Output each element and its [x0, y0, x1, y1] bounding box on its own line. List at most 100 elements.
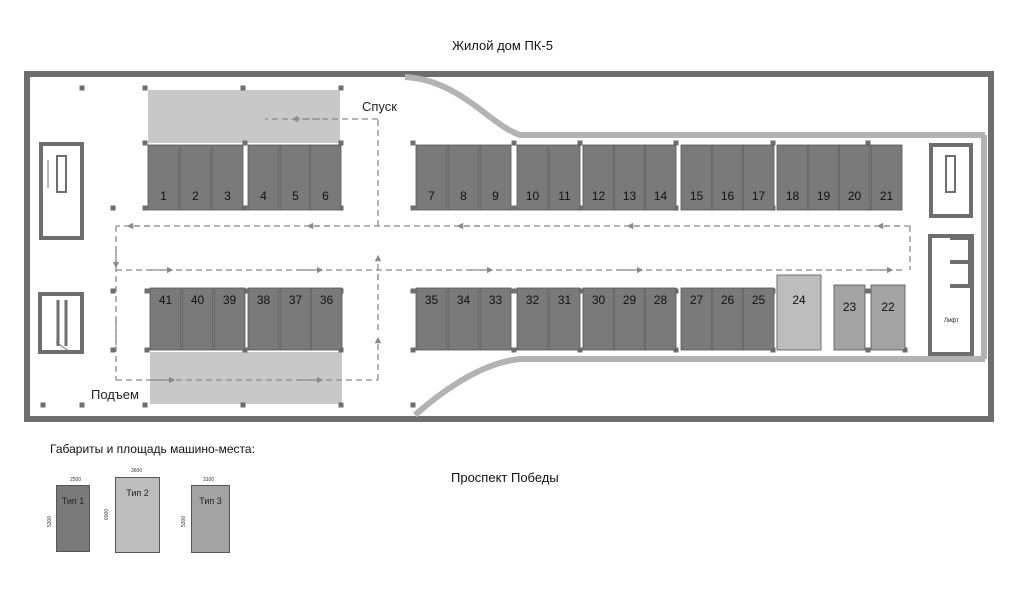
parking-spot-label: 1 — [160, 189, 167, 203]
parking-spot-19[interactable]: 19 — [807, 144, 840, 211]
parking-spot-label: 11 — [558, 189, 571, 203]
left-lower-stair-block — [38, 292, 84, 354]
parking-spot-38[interactable]: 38 — [247, 287, 280, 351]
parking-spot-18[interactable]: 18 — [776, 144, 809, 211]
parking-spot-41[interactable]: 41 — [149, 287, 182, 351]
parking-spot-5[interactable]: 5 — [279, 144, 312, 211]
parking-spot-26[interactable]: 26 — [711, 287, 744, 351]
column — [410, 205, 416, 211]
parking-spot-label: 37 — [289, 293, 303, 307]
parking-spot-39[interactable]: 39 — [213, 287, 246, 351]
column — [410, 402, 416, 408]
parking-spot-label: 3 — [224, 189, 231, 203]
type-1-length: 5300 — [47, 515, 53, 527]
type-2-length: 6000 — [104, 508, 110, 520]
type-2-width: 3600 — [131, 468, 143, 474]
parking-spot-11[interactable]: 11 — [548, 144, 581, 211]
elevator-block — [928, 234, 974, 356]
traffic-arrows-layer — [112, 115, 911, 384]
column — [511, 140, 517, 146]
parking-spot-label: 7 — [428, 189, 435, 203]
column — [142, 205, 148, 211]
parking-spot-14[interactable]: 14 — [644, 144, 677, 211]
parking-spot-28[interactable]: 28 — [644, 287, 677, 351]
parking-spot-label: 16 — [721, 189, 735, 203]
parking-spot-30[interactable]: 30 — [582, 287, 615, 351]
column — [673, 140, 679, 146]
parking-spot-label: 15 — [690, 189, 704, 203]
column — [242, 205, 248, 211]
parking-spot-31[interactable]: 31 — [548, 287, 581, 351]
parking-spot-label: 10 — [526, 189, 540, 203]
parking-spot-label: 32 — [526, 293, 540, 307]
ascent-ramp-zone — [150, 352, 342, 404]
parking-spot-34[interactable]: 34 — [447, 287, 480, 351]
type-3-width: 3100 — [203, 477, 215, 483]
parking-spot-label: 13 — [623, 189, 637, 203]
parking-spot-label: 24 — [792, 293, 806, 307]
parking-spot-13[interactable]: 13 — [613, 144, 646, 211]
parking-spot-24[interactable]: 24 — [776, 274, 822, 351]
type-3-name: Тип 3 — [199, 496, 222, 506]
column — [338, 140, 344, 146]
parking-spot-12[interactable]: 12 — [582, 144, 615, 211]
column — [110, 347, 116, 353]
parking-spot-label: 31 — [558, 293, 572, 307]
column — [79, 85, 85, 91]
right-staircase — [929, 143, 973, 218]
parking-spot-1[interactable]: 1 — [147, 144, 180, 211]
elevator-label: Лифт — [944, 318, 959, 324]
parking-spot-label: 18 — [786, 189, 800, 203]
parking-spot-9[interactable]: 9 — [479, 144, 512, 211]
parking-spot-22[interactable]: 22 — [870, 284, 906, 351]
parking-spot-29[interactable]: 29 — [613, 287, 646, 351]
parking-spot-label: 9 — [492, 189, 499, 203]
parking-spot-35[interactable]: 35 — [415, 287, 448, 351]
type-2-name: Тип 2 — [126, 488, 149, 498]
parking-spot-33[interactable]: 33 — [479, 287, 512, 351]
parking-spot-37[interactable]: 37 — [279, 287, 312, 351]
column — [242, 140, 248, 146]
parking-spot-6[interactable]: 6 — [309, 144, 342, 211]
type-2-box: Тип 2 — [115, 477, 160, 553]
parking-spot-17[interactable]: 17 — [742, 144, 775, 211]
parking-spot-label: 4 — [260, 189, 267, 203]
parking-spot-2[interactable]: 2 — [179, 144, 212, 211]
parking-spot-25[interactable]: 25 — [742, 287, 775, 351]
parking-spot-label: 30 — [592, 293, 606, 307]
parking-spot-label: 2 — [192, 189, 199, 203]
parking-spot-16[interactable]: 16 — [711, 144, 744, 211]
parking-spot-label: 38 — [257, 293, 271, 307]
parking-spot-label: 17 — [752, 189, 766, 203]
parking-spot-40[interactable]: 40 — [181, 287, 214, 351]
parking-spot-27[interactable]: 27 — [680, 287, 713, 351]
parking-spot-7[interactable]: 7 — [415, 144, 448, 211]
left-staircase — [39, 142, 84, 240]
parking-spot-32[interactable]: 32 — [516, 287, 549, 351]
parking-spot-8[interactable]: 8 — [447, 144, 480, 211]
parking-spot-label: 12 — [592, 189, 606, 203]
parking-spot-21[interactable]: 21 — [870, 144, 903, 211]
parking-spot-4[interactable]: 4 — [247, 144, 280, 211]
parking-spot-15[interactable]: 15 — [680, 144, 713, 211]
column — [865, 347, 871, 353]
parking-spot-label: 41 — [159, 293, 173, 307]
column — [144, 347, 150, 353]
parking-spot-3[interactable]: 3 — [211, 144, 244, 211]
street-label: Проспект Победы — [451, 470, 559, 485]
column — [410, 347, 416, 353]
column — [410, 140, 416, 146]
type-3-box: Тип 3 — [191, 485, 230, 553]
parking-spot-36[interactable]: 36 — [310, 287, 343, 351]
parking-spot-20[interactable]: 20 — [838, 144, 871, 211]
column — [338, 402, 344, 408]
ascent-label: Подъем — [91, 387, 139, 402]
parking-spot-label: 27 — [690, 293, 704, 307]
parking-spot-23[interactable]: 23 — [833, 284, 866, 351]
parking-spot-label: 33 — [489, 293, 503, 307]
column — [770, 140, 776, 146]
lower-curve-wall — [413, 356, 985, 418]
parking-spot-label: 26 — [721, 293, 735, 307]
parking-spot-10[interactable]: 10 — [516, 144, 549, 211]
